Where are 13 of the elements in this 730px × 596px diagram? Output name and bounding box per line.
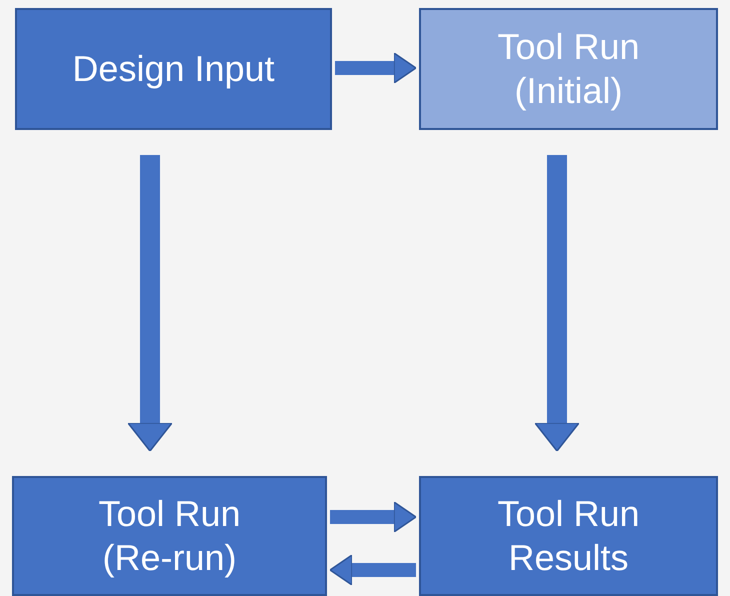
box-label: Tool Run (Initial) xyxy=(496,25,641,113)
process-box xyxy=(419,476,718,596)
box-label: Tool Run (Re-run) xyxy=(97,492,242,580)
process-box xyxy=(15,8,332,130)
box-label: Tool Run Results xyxy=(496,492,641,580)
block-arrow xyxy=(335,52,417,84)
process-box xyxy=(419,8,718,130)
process-box xyxy=(12,476,327,596)
box-label: Design Input xyxy=(71,47,276,91)
block-arrow xyxy=(330,501,417,533)
block-arrow xyxy=(329,554,416,586)
block-arrow xyxy=(127,155,173,452)
block-arrow xyxy=(534,155,580,452)
